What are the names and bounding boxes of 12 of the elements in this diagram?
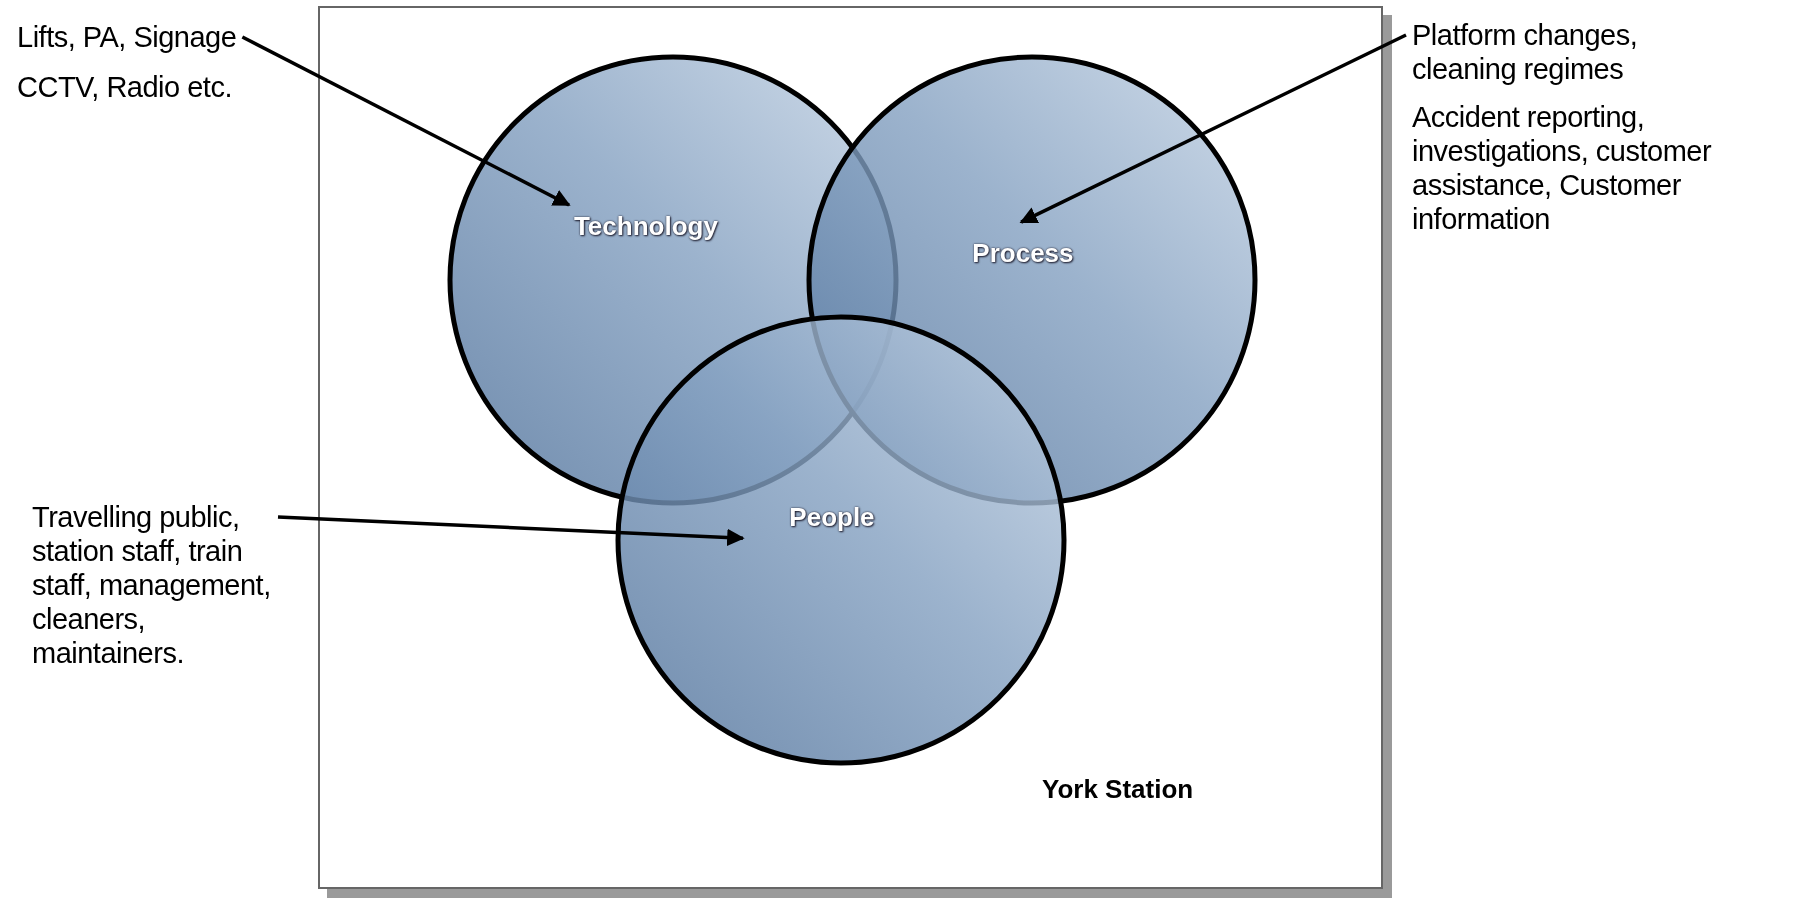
note-text: Accident reporting, investigations, customer assistance, Customer information: [1412, 100, 1713, 236]
arrow: [277, 515, 745, 547]
note-text: Lifts, PA, Signage: [17, 20, 237, 54]
station-label: York Station: [1042, 774, 1194, 805]
arrow: [241, 35, 571, 207]
circle-label: People: [789, 501, 875, 533]
note-text: Travelling public, station staff, train staff, management, cleaners, maintainers.: [32, 500, 272, 670]
arrow: [1019, 33, 1407, 224]
note-text: Platform changes, cleaning regimes: [1412, 18, 1639, 86]
note-text: CCTV, Radio etc.: [17, 70, 233, 104]
circle-label: Process: [972, 237, 1074, 269]
circle-label: Technology: [573, 210, 718, 242]
